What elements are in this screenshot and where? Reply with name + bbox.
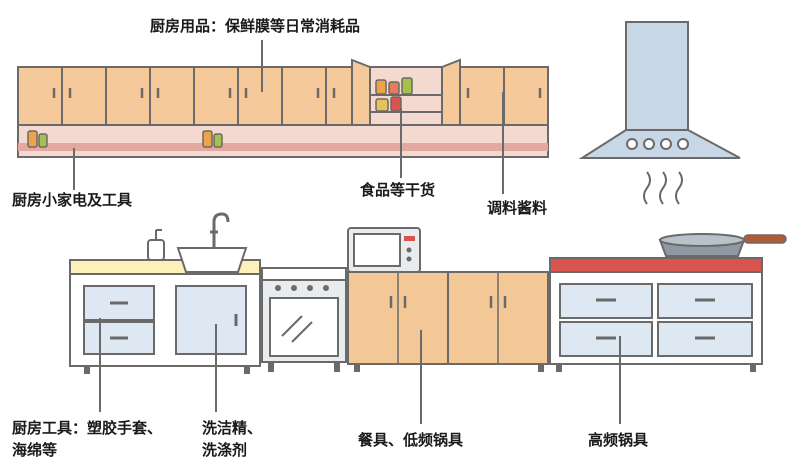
spice-jar-icon [27,130,223,148]
open-door-right [441,58,461,135]
label-tableware: 餐具、低频锅具 [358,431,464,449]
label-high-freq-pots: 高频锅具 [588,431,649,449]
leader-lines [73,40,621,424]
sink-counter [69,212,261,374]
spice-jar-icon [375,77,413,112]
frying-pan-icon [658,233,787,257]
lower-wood-cabinets [347,271,549,372]
soap-bottle-icon [147,229,165,261]
label-dry-goods: 食品等干货 [360,181,436,199]
oven-icon [261,267,347,372]
label-detergent-line2: 洗涤剂 [202,441,248,459]
range-hood-icon [578,21,741,205]
label-detergent-line1: 洗洁精、 [202,419,263,437]
sink-basin [176,247,248,273]
label-tools-line2: 海绵等 [12,441,58,459]
upper-cabinets [17,58,549,158]
microwave-icon [347,227,421,273]
label-seasonings: 调料酱料 [487,199,548,217]
drawer [657,321,753,357]
label-tools-line1: 厨房工具：塑胶手套、 [12,419,163,437]
drawer [83,321,155,355]
sink-cabinet-door [175,285,247,355]
faucet-icon [210,212,230,248]
open-door-left [351,58,371,135]
under-cabinet-strip [17,124,549,158]
label-small-appliances: 厨房小家电及工具 [12,191,133,209]
label-kitchen-supplies: 厨房用品：保鲜膜等日常消耗品 [150,17,361,35]
stove-counter [549,233,787,372]
upper-cabinet-doors [52,67,549,125]
